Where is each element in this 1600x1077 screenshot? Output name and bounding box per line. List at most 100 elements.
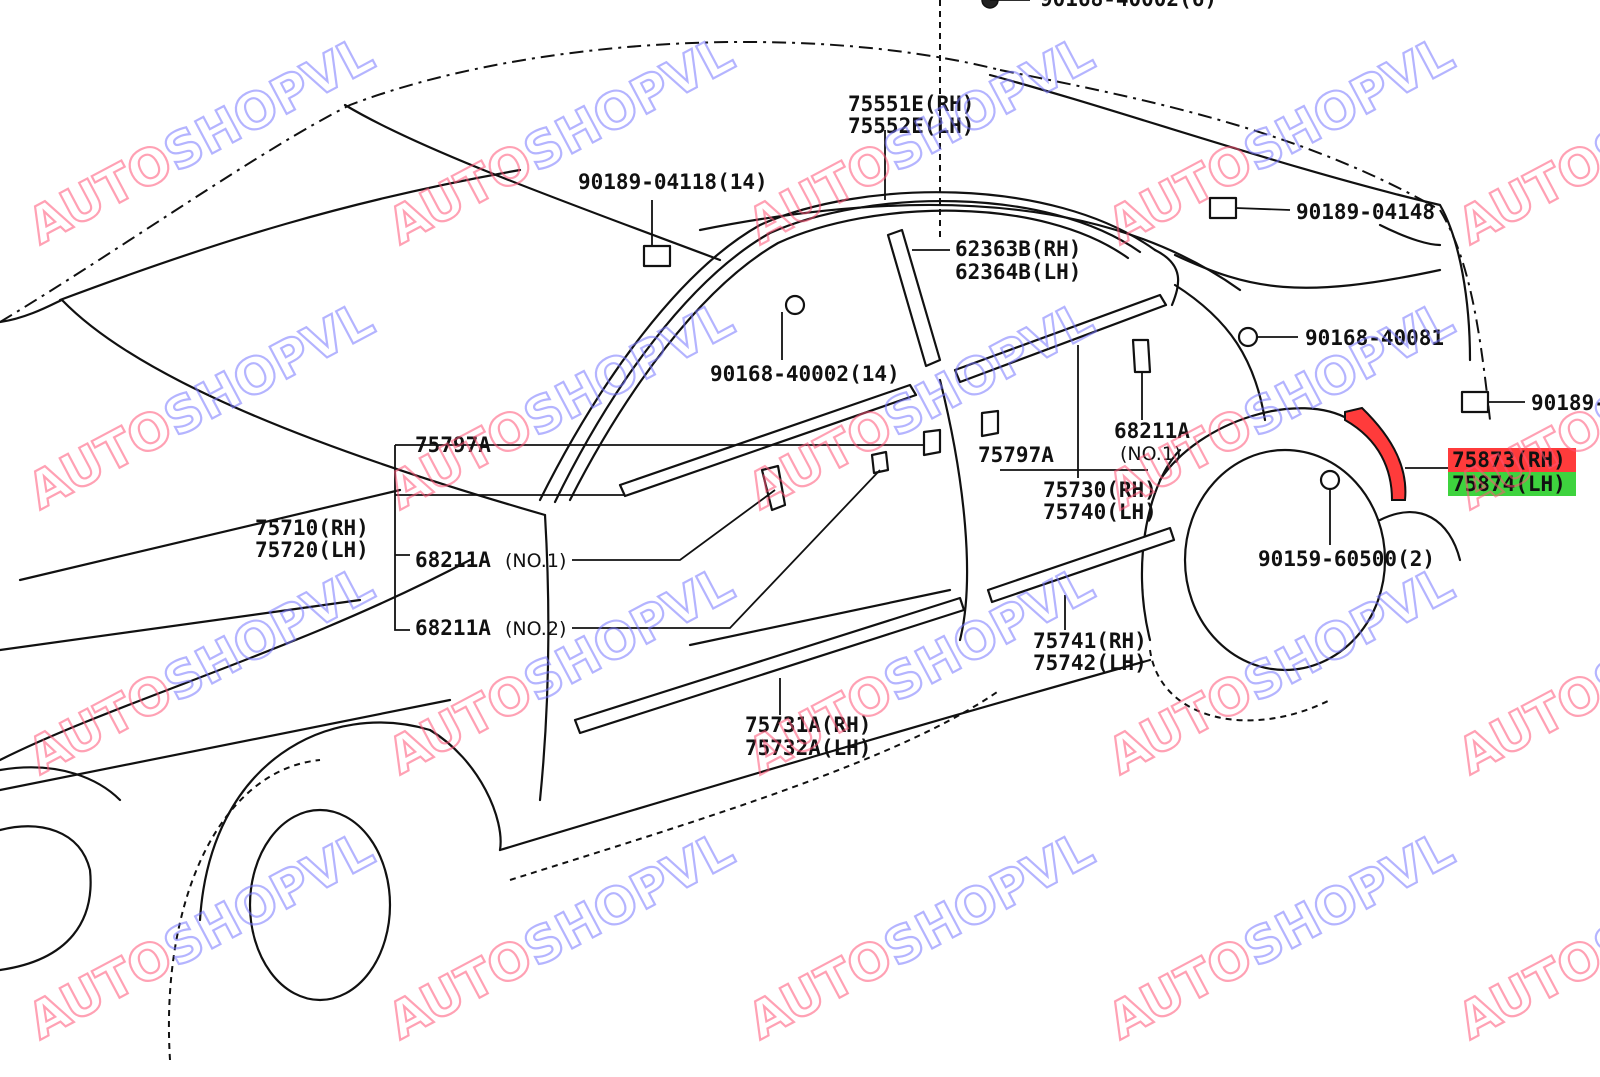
label-75740: 75740(LH) bbox=[1043, 500, 1157, 524]
label-90189-04118: 90189-04118(14) bbox=[578, 170, 768, 194]
trunk-line bbox=[988, 73, 1472, 362]
window-frame-inner bbox=[568, 209, 1130, 502]
watermark: AUTOSHOPVL bbox=[1098, 820, 1462, 1051]
watermark: AUTOSHOPVL bbox=[378, 820, 742, 1051]
label-75797a-right: 75797A bbox=[978, 443, 1054, 467]
leader-bracket-75710 bbox=[394, 445, 625, 631]
watermark: AUTOSHOPVL bbox=[738, 820, 1102, 1051]
highlight-green-75874 bbox=[1448, 472, 1576, 496]
rear-wheel-dashed bbox=[1149, 649, 1331, 722]
rocker-upper bbox=[498, 658, 1152, 852]
front-wheel-hub bbox=[248, 808, 392, 1002]
label-90159-60500: 90159-60500(2) bbox=[1258, 547, 1435, 571]
watermark: AUTOSHOPVL bbox=[1098, 290, 1462, 521]
rear-door-side-moulding bbox=[986, 526, 1176, 604]
label-75720: 75720(LH) bbox=[255, 538, 369, 562]
car-body-outline bbox=[0, 40, 1491, 1061]
label-90168-40081: 90168-40081 bbox=[1305, 326, 1444, 350]
door-crease bbox=[688, 588, 952, 647]
label-62363b: 62363B(RH) bbox=[955, 237, 1081, 261]
highlight-red-75873 bbox=[1448, 448, 1576, 472]
label-75874: 75874(LH) bbox=[1452, 472, 1566, 496]
front-fender-crease bbox=[0, 698, 452, 792]
leader-75730 bbox=[1000, 345, 1148, 478]
rear-wheel-arch-moulding-highlighted bbox=[1344, 406, 1407, 501]
c-pillar bbox=[1173, 283, 1267, 422]
label-75551e: 75551E(RH) bbox=[848, 92, 974, 116]
hood-line bbox=[58, 168, 522, 302]
rear-wheel bbox=[1183, 448, 1387, 672]
label-68211a-no1: 68211A bbox=[415, 548, 491, 572]
front-belt-moulding bbox=[618, 383, 918, 498]
front-lower-crease bbox=[0, 598, 362, 652]
label-75731a: 75731A(RH) bbox=[745, 713, 871, 737]
clip-68211a-left bbox=[760, 464, 787, 512]
leader-90189-04148 bbox=[1235, 207, 1291, 211]
label-68211a-no2-sub: (NO.2) bbox=[505, 618, 566, 640]
window-frame-mid bbox=[553, 199, 1142, 504]
watermark: AUTOSHOPVL bbox=[1098, 555, 1462, 786]
b-pillar-garnish bbox=[886, 228, 942, 368]
leader-68211a-no1 bbox=[572, 489, 776, 561]
label-75732a: 75732A(LH) bbox=[745, 736, 871, 760]
a-pillar-lower bbox=[538, 513, 550, 802]
label-62364b: 62364B(LH) bbox=[955, 260, 1081, 284]
watermark: AUTOSHOPVL bbox=[18, 290, 382, 521]
label-68211a-no1-sub: (NO.1) bbox=[505, 550, 566, 572]
hood-front bbox=[0, 298, 547, 517]
clip-68211a-no2 bbox=[870, 450, 890, 475]
rear-dashed bbox=[1439, 209, 1491, 421]
part-labels: 90168-40002(6) 75551E(RH) 75552E(LH) 901… bbox=[255, 0, 1600, 760]
label-68211a-no2: 68211A bbox=[415, 616, 491, 640]
label-90189-right: 90189- bbox=[1531, 391, 1600, 415]
label-75873: 75873(RH) bbox=[1452, 448, 1566, 472]
clip-90189-04118 bbox=[642, 244, 672, 268]
screw-90168-40002 bbox=[784, 294, 806, 316]
window-frame-moulding bbox=[538, 191, 1180, 504]
rear-bumper-curve bbox=[1378, 511, 1462, 562]
label-90189-04148: 90189-04148 bbox=[1296, 200, 1435, 224]
clip-75797a-left bbox=[922, 428, 942, 457]
parts bbox=[573, 0, 1490, 735]
label-75741: 75741(RH) bbox=[1033, 629, 1147, 653]
watermark: AUTOSHOPVL bbox=[378, 290, 742, 521]
label-75742: 75742(LH) bbox=[1033, 651, 1147, 675]
leader-68211a-no2 bbox=[572, 469, 881, 629]
watermark: AUTOSHOPVL bbox=[18, 555, 382, 786]
front-fender-line bbox=[0, 558, 472, 762]
headlight-line bbox=[0, 766, 122, 802]
label-75730: 75730(RH) bbox=[1043, 478, 1157, 502]
watermark: AUTOSHOPVL bbox=[18, 25, 382, 256]
label-68211a-no1-right-sub: (NO.1) bbox=[1120, 443, 1181, 465]
screw-90159-60500 bbox=[1319, 469, 1341, 491]
label-68211a-no1-right: 68211A bbox=[1114, 419, 1190, 443]
rear-wheel-arch-front bbox=[1140, 448, 1182, 642]
rear-quarter-line bbox=[1173, 253, 1442, 289]
roof-dashed-line bbox=[0, 40, 1001, 323]
front-crease bbox=[18, 488, 402, 582]
front-bumper bbox=[0, 825, 92, 972]
windshield-base bbox=[343, 103, 722, 262]
label-75797a-left: 75797A bbox=[415, 433, 491, 457]
front-door-side-moulding bbox=[573, 596, 966, 735]
screw-90168-40081 bbox=[1237, 326, 1259, 348]
clip-90189-right bbox=[1460, 390, 1490, 414]
label-90168-40002-14: 90168-40002(14) bbox=[710, 362, 900, 386]
rear-roof-dashed-line bbox=[999, 69, 1441, 211]
label-75710: 75710(RH) bbox=[255, 516, 369, 540]
label-top-clip: 90168-40002(6) bbox=[1040, 0, 1217, 11]
watermark: AUTOSHOPVL bbox=[1448, 25, 1600, 256]
clip-68211a-right bbox=[1131, 338, 1152, 374]
watermark: AUTOSHOPVL bbox=[1448, 820, 1600, 1051]
clip-75797a-right bbox=[980, 409, 1000, 438]
watermark: AUTOSHOPVL bbox=[1448, 555, 1600, 786]
rear-belt-moulding bbox=[953, 293, 1168, 384]
watermark: AUTOSHOPVL bbox=[378, 555, 742, 786]
b-pillar-lower bbox=[938, 378, 969, 642]
label-75552e: 75552E(LH) bbox=[848, 114, 974, 138]
window-frame-outer bbox=[538, 191, 1157, 502]
front-wheel-arch-dashed bbox=[168, 759, 321, 1061]
trunk-lid bbox=[1378, 223, 1442, 247]
watermark: AUTOSHOPVL bbox=[378, 25, 742, 256]
